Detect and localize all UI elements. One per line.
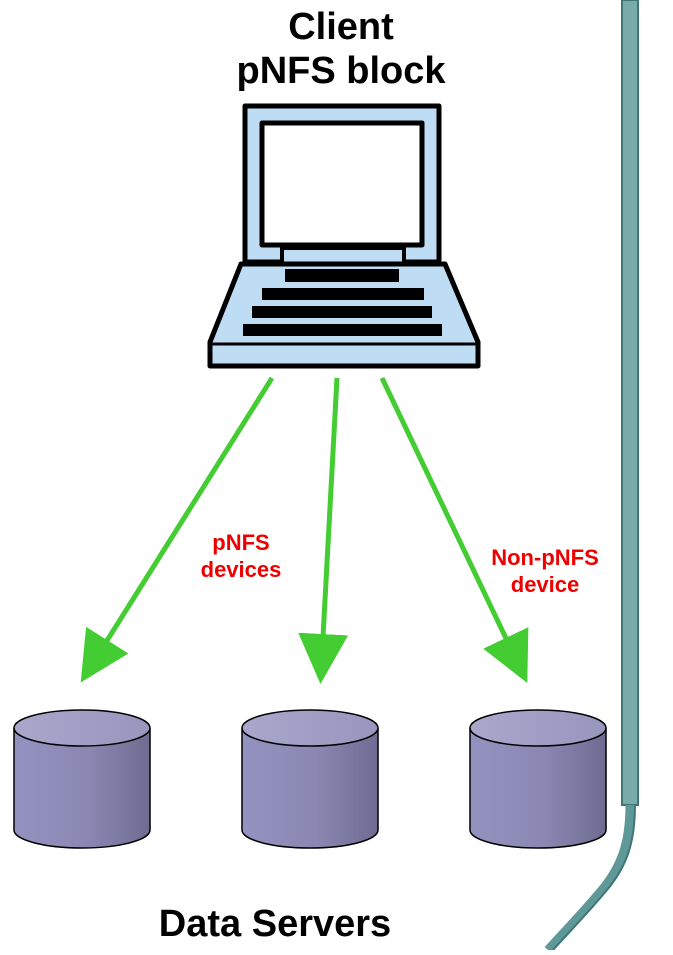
edge-arrow-2 bbox=[298, 377, 349, 684]
pnfs-devices-label-line1: pNFS bbox=[212, 530, 270, 555]
pnfs-devices-label-line2: devices bbox=[200, 557, 282, 582]
database-cylinder-icon bbox=[469, 709, 607, 849]
non-pnfs-device-label-line2: device bbox=[510, 572, 580, 597]
edge-arrows bbox=[80, 376, 529, 684]
edge-arrow-1 bbox=[80, 376, 275, 683]
laptop-icon bbox=[207, 103, 481, 369]
non-pnfs-device-label-line1: Non-pNFS bbox=[491, 545, 599, 570]
data-server-3 bbox=[469, 709, 607, 849]
data-server-2 bbox=[241, 709, 379, 849]
client-title-line2: pNFS block bbox=[236, 50, 446, 92]
data-server-1 bbox=[13, 709, 151, 849]
client-title-line1: Client bbox=[288, 6, 394, 48]
teal-border bbox=[544, 0, 639, 954]
non-pnfs-device-label: Non-pNFS device bbox=[460, 544, 630, 598]
data-servers-label: Data Servers bbox=[158, 903, 392, 945]
client-title: Client pNFS block bbox=[196, 5, 486, 93]
pnfs-devices-label: pNFS devices bbox=[176, 529, 306, 583]
edge-arrow-3 bbox=[379, 376, 529, 684]
database-cylinder-icon bbox=[241, 709, 379, 849]
database-cylinder-icon bbox=[13, 709, 151, 849]
